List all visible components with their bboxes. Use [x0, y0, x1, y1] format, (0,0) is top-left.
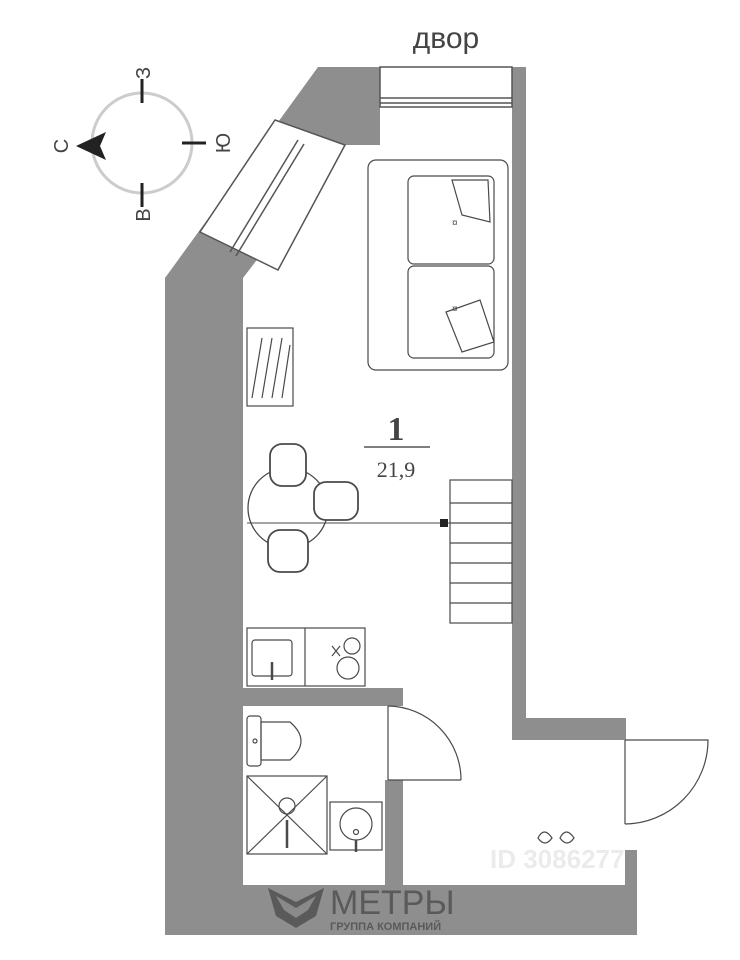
- compass-south: Ю: [213, 133, 235, 153]
- watermark: ID 3086277: [490, 844, 624, 874]
- svg-text:¤: ¤: [452, 304, 458, 315]
- compass-north: С: [51, 139, 73, 153]
- dining-set: [247, 443, 359, 573]
- radiator: [246, 327, 294, 407]
- compass-ring: [90, 91, 194, 195]
- hall-right-wall: [625, 850, 637, 890]
- bath-door: [387, 705, 462, 781]
- walls: [165, 67, 637, 935]
- brand-name: МЕТРЫ: [330, 884, 455, 922]
- shoes-icon: [537, 831, 575, 844]
- metry-logo-icon: [268, 888, 324, 928]
- room-label: 1 21,9: [364, 411, 430, 482]
- entrance-door: [624, 739, 709, 825]
- outer-wall: [165, 67, 637, 935]
- compass: С З Ю В: [51, 67, 235, 222]
- room-area: 21,9: [377, 457, 416, 482]
- north-arrow-icon: [76, 132, 106, 160]
- bath-sink: [329, 801, 383, 852]
- room-number: 1: [388, 411, 405, 448]
- bath-right-wall: [385, 780, 403, 885]
- right-wall: [512, 67, 526, 727]
- compass-east: В: [133, 208, 155, 221]
- yard-label: двор: [413, 22, 479, 55]
- shower: [246, 775, 328, 855]
- kitchen-unit: [246, 627, 366, 687]
- hall-top-wall: [512, 718, 626, 740]
- brand-tagline: ГРУППА КОМПАНИЙ: [330, 920, 441, 933]
- svg-text:¤: ¤: [452, 218, 458, 229]
- compass-west: З: [133, 67, 155, 79]
- toilet: [246, 715, 302, 767]
- sofa: ¤ ¤: [367, 159, 509, 371]
- stairs: [449, 479, 513, 624]
- bath-top-wall: [243, 688, 403, 706]
- diagonal-window: [198, 119, 347, 271]
- yard-window: [379, 66, 513, 108]
